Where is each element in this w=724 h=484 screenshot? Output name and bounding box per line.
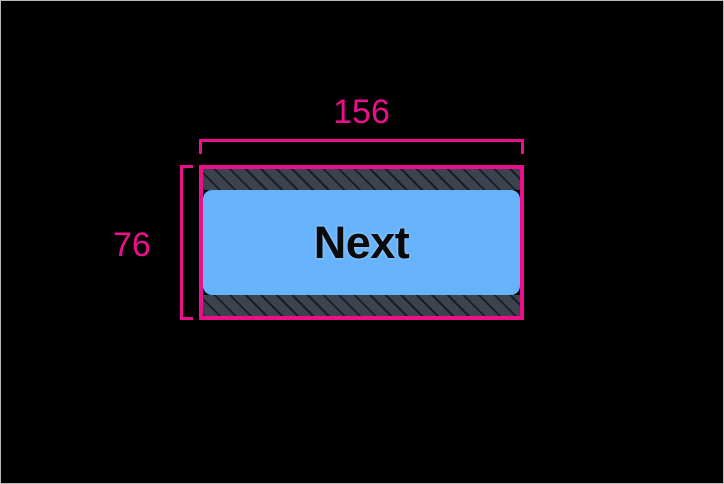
height-dimension-bracket	[180, 165, 193, 320]
padding-band-top	[203, 169, 520, 190]
width-dimension-bracket	[199, 139, 524, 154]
width-dimension-label: 156	[333, 93, 390, 131]
next-button[interactable]: Next	[203, 190, 520, 295]
height-dimension-label: 76	[113, 226, 151, 264]
padding-band-bottom	[203, 295, 520, 316]
inspected-element-outline[interactable]: Next	[199, 165, 524, 320]
next-button-label: Next	[313, 217, 410, 268]
